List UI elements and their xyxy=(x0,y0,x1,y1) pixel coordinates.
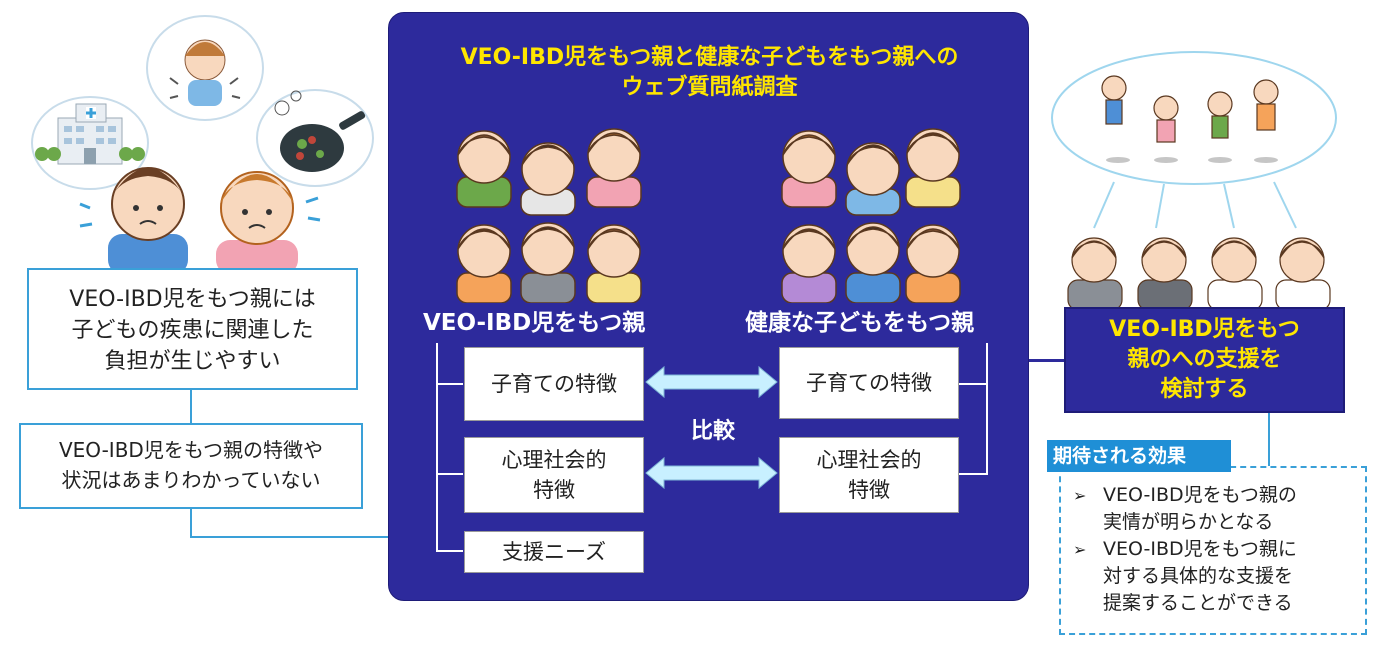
unknown-characteristics-box: VEO-IBD児をもつ親の特徴や 状況はあまりわかっていない xyxy=(19,423,363,509)
support-staff-icon xyxy=(1067,237,1331,308)
support-to-effects-connector xyxy=(1268,413,1270,466)
support-consideration-box: VEO-IBD児をもつ 親のへの支援を 検討する xyxy=(1064,307,1345,413)
healthy-parents-label: 健康な子どもをもつ親 xyxy=(745,310,975,336)
support-line-1: VEO-IBD児をもつ xyxy=(1109,317,1300,342)
veo-item-parenting-label: 子育ての特徴 xyxy=(491,372,617,396)
veo-bracket-tick-2 xyxy=(436,473,463,475)
double-arrow-icon xyxy=(645,456,778,490)
survey-title-line-2: ウェブ質問紙調査 xyxy=(621,75,798,100)
survey-panel: VEO-IBD児をもつ親と健康な子どもをもつ親への ウェブ質問紙調査 xyxy=(388,12,1029,601)
veo-item-parenting: 子育ての特徴 xyxy=(464,347,644,421)
parent-burden-line-3: 負担が生じやすい xyxy=(104,349,281,374)
expected-effects-box: ➢ VEO-IBD児をもつ親の 実情が明らかとなる ➢ VEO-IBD児をもつ親… xyxy=(1059,466,1367,635)
healthy-parents-group-illustration xyxy=(781,128,961,303)
worried-mother-icon xyxy=(216,171,321,270)
compare-label: 比較 xyxy=(691,419,736,444)
healthy-bracket-tick-2 xyxy=(959,473,988,475)
effect-1-line-1: VEO-IBD児をもつ親の xyxy=(1103,484,1297,506)
bullet-arrow-icon: ➢ xyxy=(1073,540,1087,559)
double-arrow-icon xyxy=(645,365,778,399)
sick-child-icon xyxy=(169,39,241,106)
parent-burden-line-1: VEO-IBD児をもつ親には xyxy=(69,287,316,312)
compare-arrow-1 xyxy=(645,365,778,399)
effect-2-line-1: VEO-IBD児をもつ親に xyxy=(1103,538,1297,560)
veo-item-psychosocial-line-2: 特徴 xyxy=(533,478,575,502)
left-connector-vertical-1 xyxy=(190,390,192,423)
expected-effects-list: ➢ VEO-IBD児をもつ親の 実情が明らかとなる ➢ VEO-IBD児をもつ親… xyxy=(1073,482,1297,617)
left-connector-horizontal xyxy=(190,536,388,538)
unknown-line-1: VEO-IBD児をもつ親の特徴や xyxy=(58,438,324,462)
survey-title-line-1: VEO-IBD児をもつ親と健康な子どもをもつ親への xyxy=(460,45,959,70)
effect-2-line-2: 対する具体的な支援を xyxy=(1103,565,1294,587)
healthy-item-parenting-label: 子育ての特徴 xyxy=(806,371,932,395)
happy-children-and-staff-illustration xyxy=(1051,51,1337,308)
panel-to-support-connector xyxy=(1029,359,1064,362)
healthy-bracket-vertical xyxy=(986,343,988,474)
parent-burden-box: VEO-IBD児をもつ親には 子どもの疾患に関連した 負担が生じやすい xyxy=(27,268,358,390)
worried-parents-illustration xyxy=(31,15,374,270)
healthy-item-psychosocial: 心理社会的 特徴 xyxy=(779,437,959,513)
veo-item-support-needs-label: 支援ニーズ xyxy=(502,540,606,564)
hospital-icon xyxy=(35,103,145,165)
effect-item: ➢ VEO-IBD児をもつ親の 実情が明らかとなる xyxy=(1073,482,1297,536)
veo-item-psychosocial-line-1: 心理社会的 xyxy=(501,448,607,472)
healthy-bracket-tick-1 xyxy=(959,383,988,385)
frying-pan-icon xyxy=(274,90,366,172)
veo-item-psychosocial: 心理社会的 特徴 xyxy=(464,437,644,513)
support-line-3: 検討する xyxy=(1160,377,1249,402)
survey-title: VEO-IBD児をもつ親と健康な子どもをもつ親への ウェブ質問紙調査 xyxy=(389,43,1030,103)
veo-bracket-tick-3 xyxy=(436,550,463,552)
left-connector-vertical-2 xyxy=(190,509,192,537)
veo-item-support-needs: 支援ニーズ xyxy=(464,531,644,573)
healthy-item-parenting: 子育ての特徴 xyxy=(779,347,959,419)
unknown-line-2: 状況はあまりわかっていない xyxy=(61,468,321,492)
healthy-item-psychosocial-line-2: 特徴 xyxy=(848,478,890,502)
effect-2-line-3: 提案することができる xyxy=(1103,592,1293,614)
veo-parents-label: VEO-IBD児をもつ親 xyxy=(423,310,646,336)
compare-arrow-2 xyxy=(645,456,778,490)
bullet-arrow-icon: ➢ xyxy=(1073,486,1087,505)
parent-burden-line-2: 子どもの疾患に関連した xyxy=(71,318,314,343)
support-line-2: 親のへの支援を xyxy=(1127,347,1282,372)
veo-bracket-vertical xyxy=(436,343,438,551)
veo-parents-group-illustration xyxy=(456,128,642,303)
expected-effects-label: 期待される効果 xyxy=(1047,440,1231,472)
effect-1-line-2: 実情が明らかとなる xyxy=(1103,511,1274,533)
healthy-item-psychosocial-line-1: 心理社会的 xyxy=(816,448,922,472)
veo-bracket-tick-1 xyxy=(436,383,463,385)
jumping-children-icon xyxy=(1101,75,1279,143)
worried-father-icon xyxy=(79,167,188,270)
effect-item: ➢ VEO-IBD児をもつ親に 対する具体的な支援を 提案することができる xyxy=(1073,536,1297,617)
